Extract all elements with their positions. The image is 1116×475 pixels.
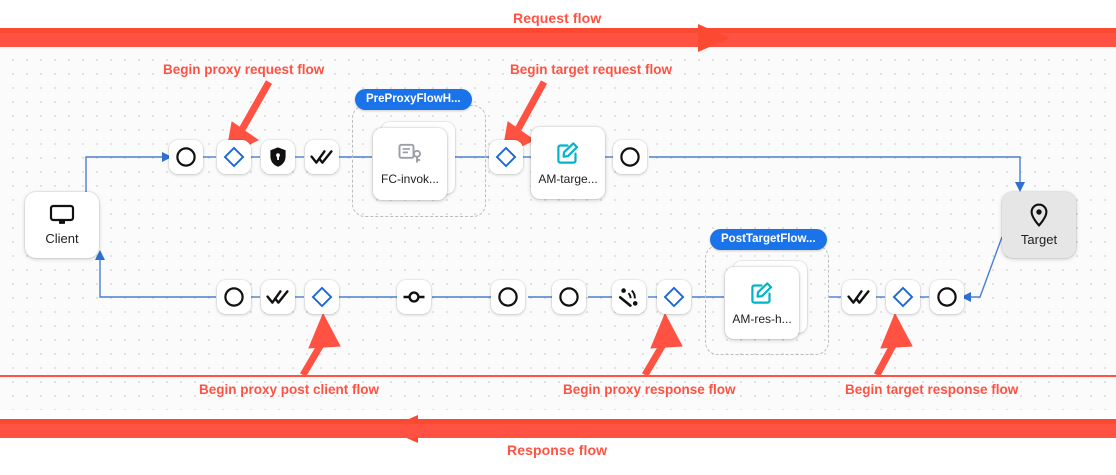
circle-icon	[936, 286, 958, 308]
step-res-circle-2[interactable]	[491, 280, 525, 314]
step-res-diamond-2[interactable]	[657, 280, 691, 314]
circle-icon	[497, 286, 519, 308]
double-check-icon	[310, 148, 334, 166]
hook-chip-pre-proxy-flow[interactable]: PreProxyFlowH...	[355, 89, 472, 110]
shield-lock-icon	[268, 146, 288, 168]
policy-card-am-res-header[interactable]: AM-res-h...	[725, 267, 799, 339]
double-check-icon	[266, 288, 290, 306]
step-req-shield[interactable]	[261, 140, 295, 174]
banner-top-edge-2	[0, 419, 1116, 424]
policy-card-fc-invoke-label: FC-invok...	[380, 172, 439, 186]
endpoint-client[interactable]: Client	[25, 192, 99, 258]
map-pin-icon	[1029, 203, 1049, 227]
endpoint-target[interactable]: Target	[1002, 192, 1076, 258]
endpoint-target-label: Target	[1020, 232, 1058, 247]
monitor-icon	[49, 204, 75, 226]
annotation-begin-proxy-post-client-flow: Begin proxy post client flow	[199, 382, 380, 397]
response-flow-banner	[0, 419, 1116, 438]
broadcast-icon	[617, 285, 641, 309]
diagram-canvas	[0, 47, 1116, 410]
step-res-node-point[interactable]	[397, 280, 431, 314]
step-res-diamond-3[interactable]	[886, 280, 920, 314]
policy-card-fc-invoke[interactable]: FC-invok...	[373, 128, 447, 200]
step-res-checks-1[interactable]	[261, 280, 295, 314]
step-res-circle-4[interactable]	[930, 280, 964, 314]
circle-icon	[223, 286, 245, 308]
request-flow-label: Request flow	[513, 10, 602, 26]
endpoint-client-label: Client	[45, 231, 79, 246]
policy-card-am-target[interactable]: AM-targe...	[531, 127, 605, 199]
annotation-begin-target-request-flow: Begin target request flow	[510, 62, 673, 77]
annotation-begin-proxy-response-flow: Begin proxy response flow	[563, 382, 736, 397]
diamond-icon	[892, 286, 914, 308]
diamond-icon	[223, 146, 245, 168]
annotation-begin-target-response-flow: Begin target response flow	[845, 382, 1019, 397]
policy-card-am-target-label: AM-targe...	[538, 172, 598, 186]
circle-icon	[619, 146, 641, 168]
step-res-broadcast[interactable]	[612, 280, 646, 314]
step-res-checks-2[interactable]	[842, 280, 876, 314]
step-req-checks[interactable]	[305, 140, 339, 174]
step-res-circle-3[interactable]	[552, 280, 586, 314]
policy-card-am-res-header-label: AM-res-h...	[732, 312, 792, 326]
assign-message-icon	[749, 280, 775, 306]
step-res-diamond-1[interactable]	[305, 280, 339, 314]
annotation-begin-proxy-request-flow: Begin proxy request flow	[163, 62, 325, 77]
step-res-circle-1[interactable]	[217, 280, 251, 314]
response-flow-label: Response flow	[507, 442, 608, 458]
step-tgt-circle[interactable]	[613, 140, 647, 174]
hook-chip-post-target-flow[interactable]: PostTargetFlow...	[710, 229, 827, 250]
banner-top-edge	[0, 28, 1116, 33]
circle-icon	[558, 286, 580, 308]
flow-callout-icon	[397, 142, 423, 166]
node-point-icon	[402, 289, 426, 305]
assign-message-icon	[555, 140, 581, 166]
step-tgt-diamond[interactable]	[489, 140, 523, 174]
circle-icon	[175, 146, 197, 168]
diamond-icon	[495, 146, 517, 168]
step-req-diamond[interactable]	[217, 140, 251, 174]
step-req-circle[interactable]	[169, 140, 203, 174]
diamond-icon	[663, 286, 685, 308]
request-flow-banner	[0, 28, 1116, 47]
diamond-icon	[311, 286, 333, 308]
double-check-icon	[847, 288, 871, 306]
